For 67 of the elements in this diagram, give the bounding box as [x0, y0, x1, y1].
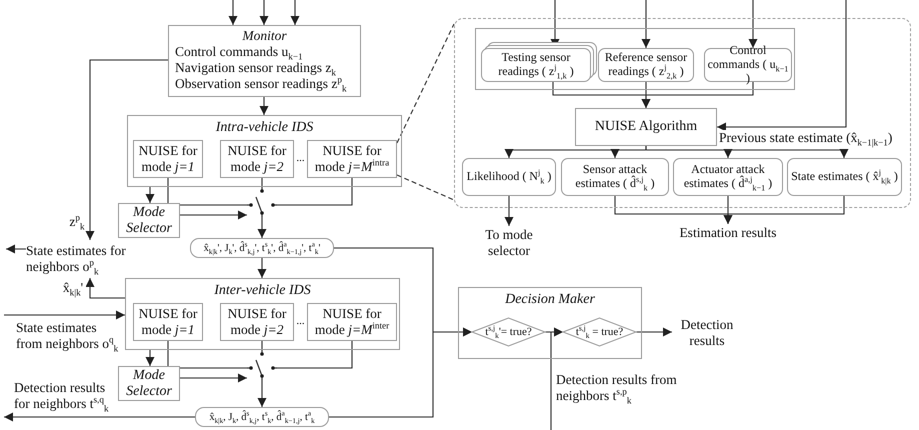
- arrow: [642, 0, 650, 48]
- ids-group-box: [127, 115, 402, 187]
- monitor-box: [168, 25, 361, 97]
- input-group-box: [475, 28, 795, 90]
- arrow: [260, 97, 268, 115]
- process-box: NUISE for mode j=1: [133, 140, 203, 178]
- box-text: Control commands u$_{k−1}$: [175, 44, 304, 60]
- decision-group-box: [458, 287, 642, 359]
- arrow: [260, 0, 268, 25]
- annotation-text: Detection results: [672, 316, 742, 350]
- edge-label: x̂$_{k|k}$': [60, 280, 86, 296]
- arrow: [86, 278, 125, 299]
- box-title: Inter-vehicle IDS: [213, 282, 312, 299]
- box-title: Decision Maker: [504, 291, 596, 308]
- arrow: [610, 146, 647, 158]
- process-box: Sensor attack estimates ( d̂$^{s,j}$$_{k}$ ): [561, 158, 669, 196]
- box-title: Monitor: [241, 28, 288, 44]
- arrow: [717, 0, 847, 132]
- process-box: Reference sensor readings ( z$^{j}$$_{2,k}$ ): [598, 48, 694, 82]
- process-box: NUISE for mode j=1: [133, 303, 203, 341]
- arrow: [329, 328, 472, 418]
- arrow: [146, 187, 154, 203]
- process-box: Mode Selector: [118, 203, 180, 238]
- arrow: [748, 0, 758, 48]
- zoom-panel: [454, 18, 911, 208]
- decision-diamond: t$^{s,j}$$_{k}$ = true?: [563, 318, 636, 346]
- arrow: [642, 82, 754, 108]
- process-box: NUISE Algorithm: [575, 108, 717, 146]
- arrow: [6, 244, 26, 254]
- arrow: [146, 350, 154, 366]
- process-box: NUISE for mode j=M$^{intra}$: [307, 140, 397, 178]
- arrow: [86, 59, 168, 240]
- arrow: [550, 328, 563, 430]
- process-box: NUISE for mode j=2: [220, 303, 294, 341]
- process-box: Actuator attack estimates ( d̂$^{a,j}$$_{k−1}$ ): [673, 158, 783, 196]
- arrow: [4, 310, 125, 320]
- zoom-line: [396, 24, 454, 144]
- ids-group-box: [125, 278, 400, 350]
- switch-symbol: [247, 350, 277, 380]
- annotation-text: Estimation results: [670, 224, 786, 242]
- process-box: Control commands ( u$_{k−1}$ ): [704, 48, 792, 82]
- decision-diamond: t$^{s,j}$$_{k}$'= true?: [472, 318, 545, 346]
- annotation-text: To mode selector: [474, 226, 544, 260]
- arrow: [636, 328, 672, 336]
- connector-line: [277, 178, 353, 206]
- switch-symbol: [247, 187, 277, 217]
- arrow: [258, 217, 266, 238]
- process-box: Likelihood ( N$^{j}$$_{k}$ ): [462, 158, 556, 196]
- arrow: [180, 374, 247, 382]
- process-box: NUISE for mode j=2: [220, 140, 294, 178]
- output-box: x̂$_{k|k}$', J$_{k}$', d̂$^{s}$$_{k,j}$', t$^{s}$$_{k}$', d̂$^{a}$$_{k−1,j}$', t$^{a}$$_{k}$': [190, 238, 334, 258]
- arrow: [228, 0, 238, 25]
- box-text: Navigation sensor readings z$_{k}$: [175, 60, 337, 76]
- arrow: [645, 146, 848, 158]
- process-box: Mode Selector: [118, 366, 180, 401]
- connector-line: [277, 341, 353, 369]
- arrow: [504, 196, 514, 226]
- process-box: NUISE for mode j=M$^{inter}$: [307, 303, 397, 341]
- arrow: [290, 0, 300, 25]
- zoom-line: [396, 174, 454, 200]
- arrow: [258, 380, 266, 407]
- arrow: [258, 258, 266, 278]
- box-title: Intra-vehicle IDS: [214, 119, 314, 136]
- process-box: State estimates ( x̂$^{j}$$_{k|k}$ ): [787, 158, 902, 196]
- arrow: [180, 210, 247, 220]
- arrow: [4, 412, 195, 422]
- arrow: [724, 196, 845, 224]
